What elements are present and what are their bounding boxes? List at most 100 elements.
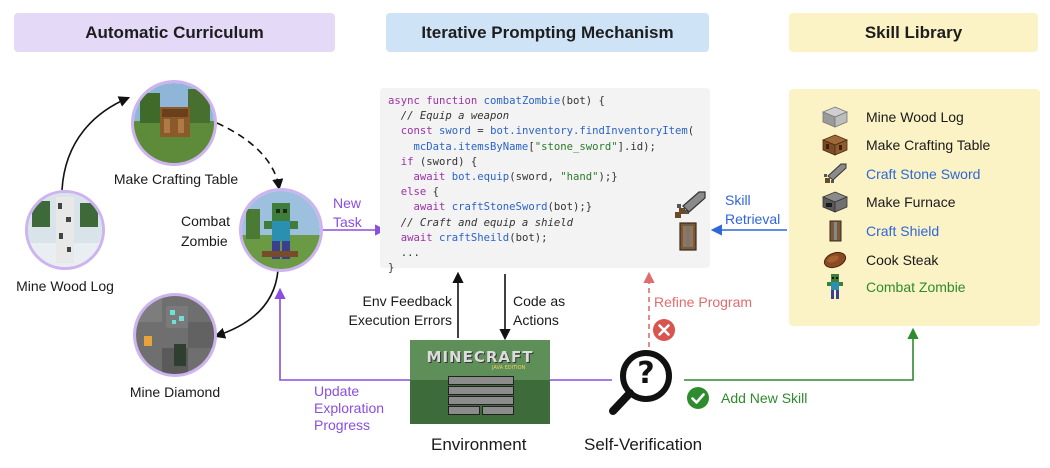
diamond-scene-icon xyxy=(136,296,214,374)
label-environment: Environment xyxy=(431,435,527,454)
code-token: ... xyxy=(388,246,420,259)
stone-sword-icon xyxy=(824,163,847,183)
code-token: (bot); xyxy=(509,231,548,244)
menu-button-5 xyxy=(482,406,514,415)
code-token: (bot) { xyxy=(560,95,605,107)
zombie-scene-icon xyxy=(242,191,320,269)
label-update-progress: Update Exploration Progress xyxy=(314,383,385,433)
code-line: } xyxy=(388,261,710,276)
code-token: sword xyxy=(439,125,471,138)
menu-button-1 xyxy=(448,376,514,385)
error-x-icon xyxy=(653,319,675,341)
prompting-header: Iterative Prompting Mechanism xyxy=(386,13,709,52)
code-token: { xyxy=(432,186,440,199)
code-line: // Craft and equip a shield xyxy=(388,216,710,231)
prompting-header-label: Iterative Prompting Mechanism xyxy=(421,22,674,42)
skill-label: Craft Stone Sword xyxy=(866,166,981,182)
shield-item-icon xyxy=(679,222,697,251)
code-line: else { xyxy=(388,185,710,200)
skill-item: Mine Wood Log xyxy=(789,105,1040,129)
minecraft-edition: JAVA EDITION xyxy=(492,365,526,371)
wood-log-icon xyxy=(822,106,848,128)
skill-label: Craft Shield xyxy=(866,223,940,239)
code-token: = xyxy=(470,125,491,138)
furnace-icon xyxy=(822,191,848,213)
skill-item: Craft Shield xyxy=(789,219,1040,243)
label-add-new-skill: Add New Skill xyxy=(721,390,808,406)
code-token: bot.inventory.findInventoryItem xyxy=(490,125,688,138)
arrow-zombie-to-diamond xyxy=(213,269,279,339)
menu-button-2 xyxy=(448,386,514,395)
code-token: else xyxy=(388,186,433,199)
skill-item: Combat Zombie xyxy=(789,274,1040,299)
sword-item-icon xyxy=(675,191,706,218)
code-line: mcData.itemsByName["stone_sword"].id); xyxy=(388,140,710,155)
skill-label: Combat Zombie xyxy=(866,279,966,295)
steak-icon xyxy=(823,251,847,269)
code-token: // Craft and equip a shield xyxy=(388,216,573,229)
skill-item: Make Furnace xyxy=(789,190,1040,214)
library-header-label: Skill Library xyxy=(864,22,963,42)
label-new-task: New Task xyxy=(333,195,362,230)
skill-item: Make Crafting Table xyxy=(789,133,1040,157)
menu-button-4 xyxy=(448,406,480,415)
code-token: mcData.itemsByName xyxy=(388,140,529,153)
curriculum-header-label: Automatic Curriculum xyxy=(85,22,264,42)
wood-log-scene-icon xyxy=(28,193,102,267)
arrow-wood-to-table xyxy=(61,96,131,191)
library-header: Skill Library xyxy=(789,13,1038,52)
label-make-crafting-table: Make Crafting Table xyxy=(113,171,239,187)
label-mine-wood-log: Mine Wood Log xyxy=(16,278,114,294)
label-refine-program: Refine Program xyxy=(654,294,753,310)
label-self-verification: Self-Verification xyxy=(584,435,703,454)
minecraft-logo: MINECRAFT xyxy=(426,348,534,366)
label-combat-zombie: Combat Zombie xyxy=(181,213,231,249)
skill-label: Make Crafting Table xyxy=(866,137,991,153)
code-token: await xyxy=(388,170,452,183)
code-token: await xyxy=(388,231,440,244)
crafting-table-scene-icon xyxy=(134,83,214,163)
code-token: const xyxy=(388,125,440,138)
code-line: await bot.equip(sword, "hand");} xyxy=(388,170,710,185)
node-mine-wood-log xyxy=(25,190,105,270)
code-token: ].id); xyxy=(617,140,656,153)
environment-screenshot: MINECRAFT JAVA EDITION xyxy=(410,340,550,424)
arrow-table-to-zombie xyxy=(216,122,284,191)
label-skill-retrieval: Skill Retrieval xyxy=(725,192,781,227)
code-token: // Equip a weapon xyxy=(388,110,510,123)
skill-item: Cook Steak xyxy=(789,248,1040,272)
code-token: (bot);} xyxy=(547,201,593,214)
menu-button-3 xyxy=(448,396,514,405)
code-token: "stone_sword" xyxy=(534,140,618,153)
code-token: (sword) { xyxy=(419,155,478,168)
code-token: [ xyxy=(528,140,535,153)
code-block: async function combatZombie(bot) { // Eq… xyxy=(380,88,710,274)
code-line: // Equip a weapon xyxy=(388,109,710,124)
code-token: } xyxy=(388,262,395,275)
skill-label: Make Furnace xyxy=(866,194,956,210)
node-mine-diamond xyxy=(133,293,217,377)
label-env-feedback: Env Feedback Execution Errors xyxy=(348,293,452,328)
skill-library-panel: Mine Wood Log Make Crafting Table Craft … xyxy=(789,89,1040,326)
node-combat-zombie xyxy=(239,188,323,272)
code-token: bot.equip xyxy=(451,170,510,183)
shield-icon xyxy=(829,220,842,242)
code-token: craftSheild xyxy=(439,231,510,244)
code-line: ... xyxy=(388,246,710,261)
code-line: await craftSheild(bot); xyxy=(388,231,710,246)
code-line: if (sword) { xyxy=(388,155,710,170)
code-line: async function combatZombie(bot) { xyxy=(388,94,710,109)
label-mine-diamond: Mine Diamond xyxy=(129,384,221,400)
code-token: "hand" xyxy=(560,170,599,183)
magnifier-question-mark: ? xyxy=(637,356,655,391)
arrow-update-progress xyxy=(274,287,410,381)
magnifier-question-icon xyxy=(609,350,672,415)
label-code-as-actions: Code as Actions xyxy=(513,293,566,328)
code-token: craftStoneSword xyxy=(451,201,548,214)
environment-sky xyxy=(410,340,550,380)
code-token: async function xyxy=(388,95,484,107)
code-token: (sword, xyxy=(509,170,561,183)
skill-item: Craft Stone Sword xyxy=(789,162,1040,186)
code-token: await xyxy=(388,201,452,214)
zombie-icon xyxy=(827,274,843,299)
